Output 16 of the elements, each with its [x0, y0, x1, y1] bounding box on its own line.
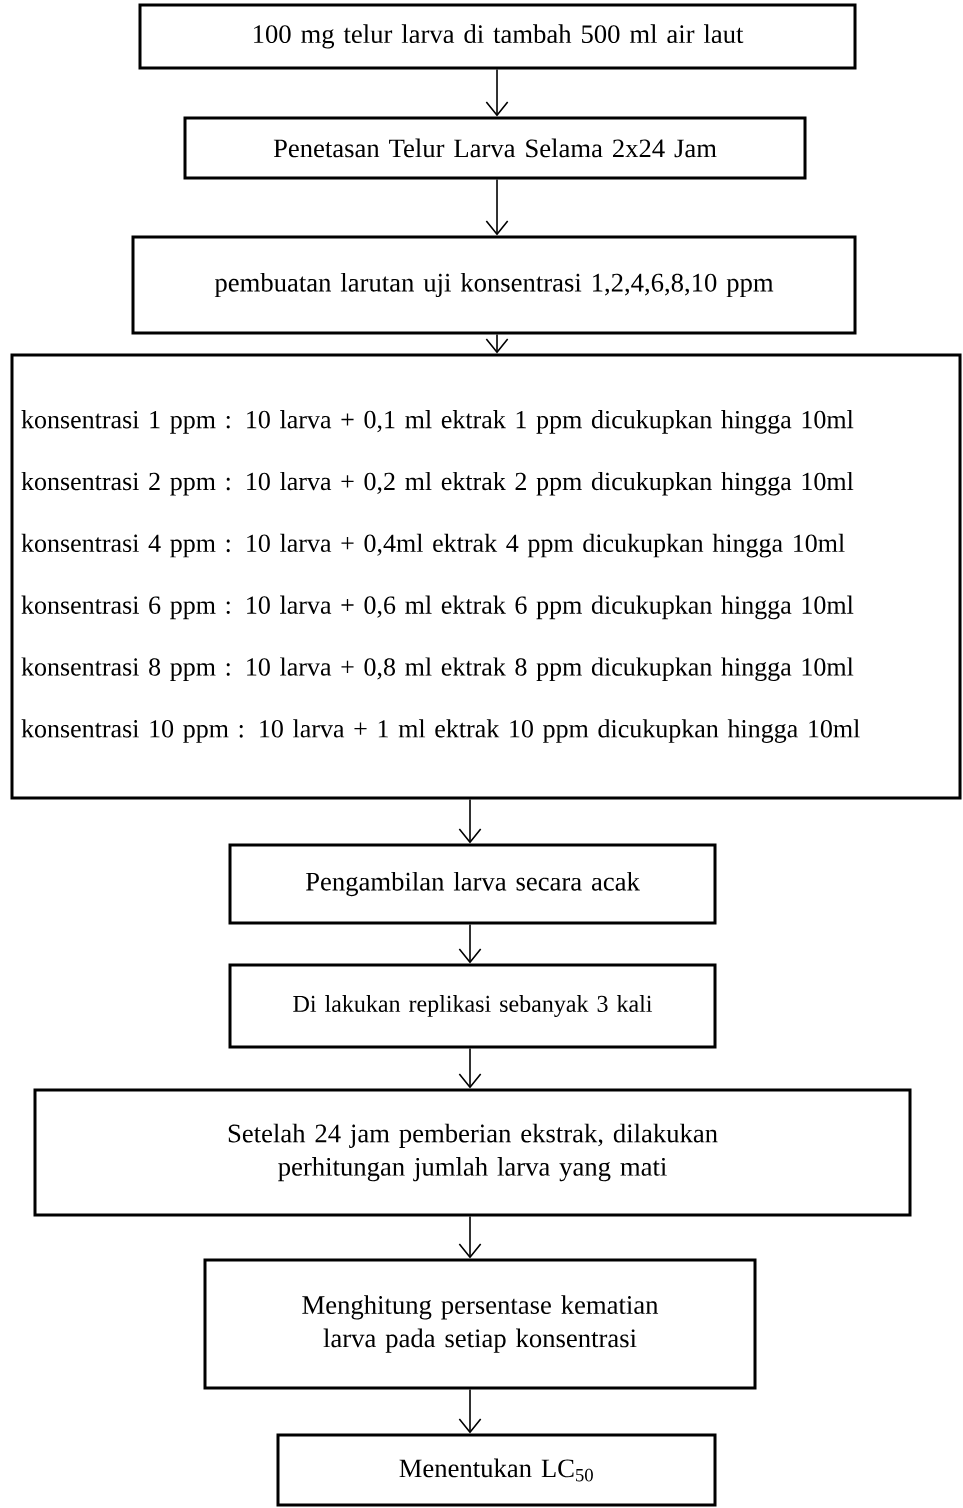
process-box: Menghitung persentase kematian larva pada setiap konsentrasi	[203, 1258, 757, 1390]
arrow	[458, 1215, 482, 1259]
process-box: Di lakukan replikasi sebanyak 3 kali	[228, 963, 717, 1049]
arrow	[458, 798, 482, 844]
process-box: Setelah 24 jam pemberian ekstrak, dilakukan perhitungan jumlah larva yang mati	[33, 1088, 912, 1217]
process-box: Pengambilan larva secara acak	[228, 843, 717, 925]
process-box: Penetasan Telur Larva Selama 2x24 Jam	[183, 116, 807, 180]
arrow	[485, 68, 509, 117]
process-box: pembuatan larutan uji konsentrasi 1,2,4,6,8,10 ppm	[131, 235, 857, 335]
process-box: Menentukan LC$_{50}$	[276, 1433, 717, 1507]
process-box: konsentrasi 1 ppm : 10 larva + 0,1 ml ektrak 1 ppm dicukupkan hingga 10ml konsentrasi 2 ppm : 10 larva + 0,2 ml ektrak 2 ppm dicukupkan hingga 10ml konsentrasi 4 ppm : 10 larva + 0,4ml ektrak 4 ppm dicukupkan hingga 10ml konsentrasi 6 ppm : 10 larva + 0,6 ml ektrak 6 ppm dicukupkan hingga 10ml konsentrasi 8 ppm : 10 larva + 0,8 ml ektrak 8 ppm dicukupkan hingga 10ml konsentrasi 10 ppm : 10 larva + 1 ml ektrak 10 ppm dicukupkan hingga 10ml	[10, 353, 962, 800]
arrow	[458, 1388, 482, 1434]
process-box: 100 mg telur larva di tambah 500 ml air laut	[138, 3, 857, 70]
arrow	[458, 1047, 482, 1089]
arrow	[485, 178, 509, 236]
arrow	[458, 923, 482, 964]
